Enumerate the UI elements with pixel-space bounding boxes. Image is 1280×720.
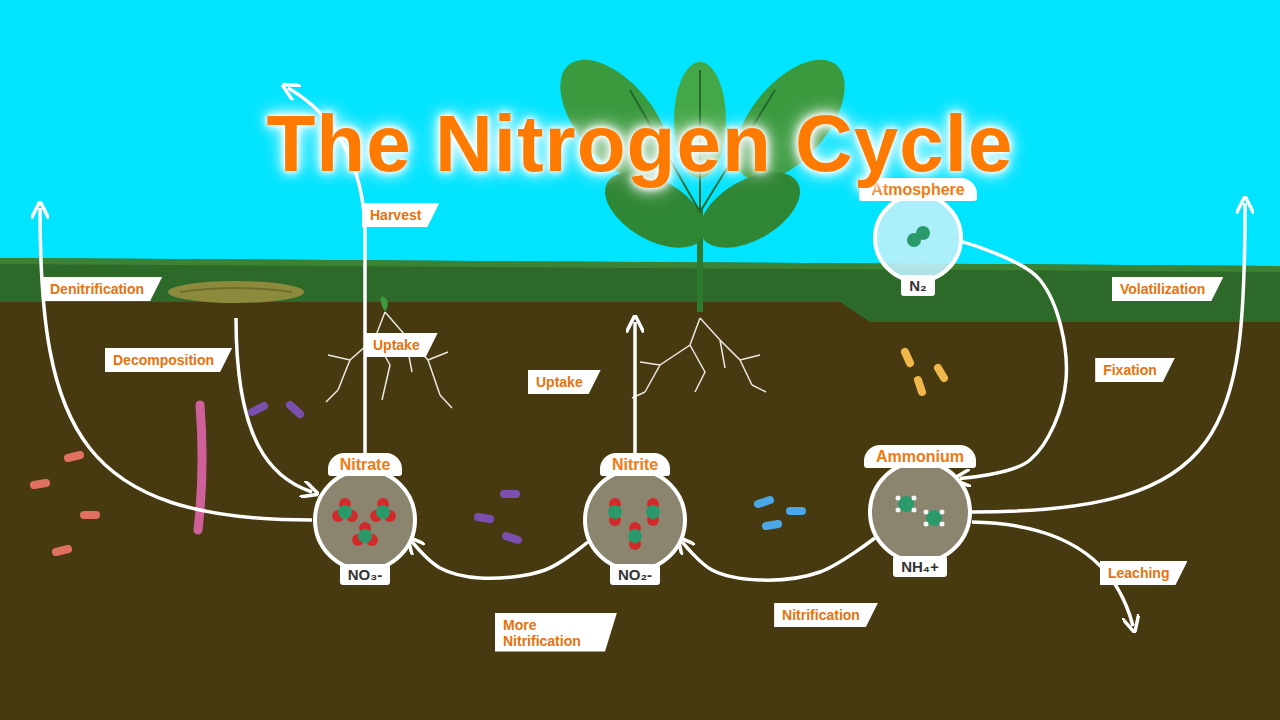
process-label: Harvest <box>362 203 439 227</box>
process-label: Nitrification <box>774 603 878 627</box>
molecule-atom <box>940 522 945 527</box>
grass <box>0 258 1280 322</box>
molecule-atom <box>376 505 390 519</box>
compound-circle: NitrateNO₃- <box>313 468 417 572</box>
roots <box>326 352 452 408</box>
circle-shape <box>585 470 685 570</box>
grass-edge <box>0 258 1280 272</box>
leaf-litter <box>168 281 304 303</box>
flow-arrow <box>633 322 637 467</box>
chemical-formula: NH₄+ <box>893 556 947 577</box>
leaf-litter <box>168 281 304 303</box>
process-label: More Nitrification <box>495 613 617 652</box>
compound-name: Ammonium <box>864 445 976 468</box>
bacteria <box>478 494 518 540</box>
flow-connector <box>960 242 1067 479</box>
bacteria <box>758 500 802 526</box>
molecule-atom <box>896 508 901 513</box>
circle-shape <box>870 462 970 562</box>
compound-name: Nitrate <box>328 453 403 476</box>
bacteria <box>252 405 300 414</box>
compound-circle: NitriteNO₂- <box>583 468 687 572</box>
compound-circle: AtmosphereN₂ <box>873 193 963 283</box>
circle-shape <box>315 470 415 570</box>
process-label: Leaching <box>1100 561 1187 585</box>
circle-shape <box>875 195 961 281</box>
molecule-atom <box>608 505 622 519</box>
compound-circle: AmmoniumNH₄+ <box>868 460 972 564</box>
molecule-atom <box>628 529 642 543</box>
flow-connector <box>412 542 588 578</box>
roots <box>632 355 766 398</box>
flow-arrow <box>972 203 1245 512</box>
sprout <box>381 296 388 312</box>
molecule-atom <box>358 529 372 543</box>
circle-outline <box>873 193 963 283</box>
chemical-formula: NO₃- <box>340 564 390 585</box>
molecule-atom <box>646 505 660 519</box>
title-box: The Nitrogen Cycle <box>0 96 1280 192</box>
roots <box>338 312 440 400</box>
molecule-atom <box>912 508 917 513</box>
process-label: Decomposition <box>105 348 232 372</box>
roots <box>326 312 766 408</box>
bacteria <box>34 455 96 552</box>
chemical-formula: N₂ <box>901 275 935 296</box>
molecule-atom <box>912 496 917 501</box>
circle-outline <box>868 460 972 564</box>
molecule-atom <box>896 496 901 501</box>
process-label: Uptake <box>365 333 438 357</box>
leaf-litter <box>180 288 292 292</box>
roots <box>645 318 752 392</box>
circle-outline <box>583 468 687 572</box>
compound-name: Nitrite <box>600 453 670 476</box>
circle-outline <box>313 468 417 572</box>
flow-arrow <box>236 318 312 492</box>
flow-arrow <box>40 208 312 520</box>
molecule-atom <box>924 522 929 527</box>
molecule-atom <box>338 505 352 519</box>
title: The Nitrogen Cycle <box>266 96 1013 192</box>
process-label: Denitrification <box>42 277 162 301</box>
chemical-formula: NO₂- <box>610 564 660 585</box>
molecule-atom <box>940 510 945 515</box>
process-label: Fixation <box>1095 358 1175 382</box>
molecule-atom <box>924 510 929 515</box>
process-label: Uptake <box>528 370 601 394</box>
bacteria <box>34 352 944 552</box>
process-label: Volatilization <box>1112 277 1223 301</box>
molecule-atom <box>916 226 930 240</box>
bacteria <box>905 352 944 392</box>
flow-connector <box>682 538 875 580</box>
flow-arrow <box>40 88 1245 626</box>
